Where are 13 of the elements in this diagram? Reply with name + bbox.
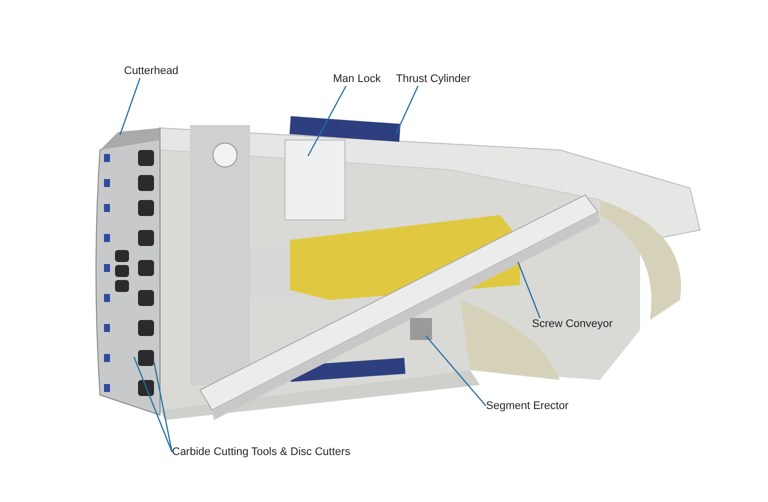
part-label: Segment Erector — [486, 400, 569, 413]
part-label: Man Lock — [333, 73, 381, 86]
leader-line — [307, 86, 347, 156]
leader-line — [153, 362, 173, 452]
part-label: Cutterhead — [124, 65, 178, 78]
leader-line — [119, 78, 141, 136]
leader-line — [426, 336, 486, 406]
part-label: Carbide Cutting Tools & Disc Cutters — [172, 446, 350, 459]
leader-line — [133, 356, 173, 452]
part-label: Screw Conveyor — [532, 318, 613, 331]
leader-line — [395, 86, 419, 134]
part-label: Thrust Cylinder — [396, 73, 471, 86]
leader-line — [517, 262, 541, 318]
